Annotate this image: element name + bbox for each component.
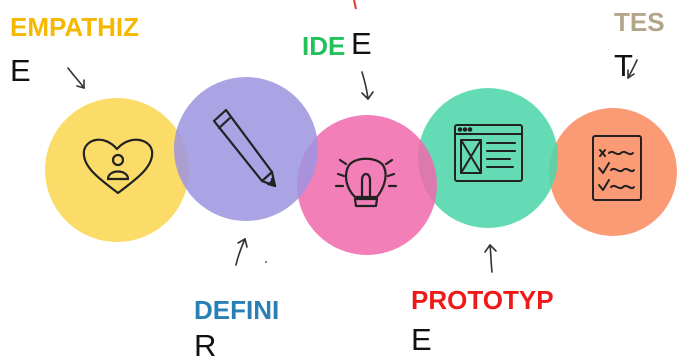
arrow-to-ideate xyxy=(361,71,374,100)
checklist-icon xyxy=(592,135,642,201)
heart-person-icon xyxy=(82,138,154,195)
pencil-icon xyxy=(212,108,277,188)
top-accent-mark xyxy=(353,0,357,10)
empathize-label: EMPATHIZ xyxy=(10,12,140,42)
browser-wireframe-icon xyxy=(454,124,523,182)
test-label: TES xyxy=(614,7,665,37)
define-circle xyxy=(174,77,318,221)
empathize-circle xyxy=(45,98,189,242)
test-label-tail: T xyxy=(614,48,633,83)
ideate-label: IDE xyxy=(302,31,346,61)
prototype-label: PROTOTYP xyxy=(411,285,554,315)
arrow-from-define xyxy=(235,238,267,266)
empathize-label-tail: E xyxy=(10,53,31,88)
arrow-to-test xyxy=(627,59,638,79)
test-circle xyxy=(549,108,677,236)
define-label-tail: R xyxy=(194,328,217,363)
ideate-label-tail: E xyxy=(351,26,372,61)
arrow-to-empathize xyxy=(67,67,85,89)
ideate-circle xyxy=(297,115,437,255)
lightbulb-icon xyxy=(334,157,398,208)
define-label: DEFINI xyxy=(194,295,280,325)
arrow-from-prototype xyxy=(484,244,497,273)
prototype-label-tail: E xyxy=(411,322,432,357)
